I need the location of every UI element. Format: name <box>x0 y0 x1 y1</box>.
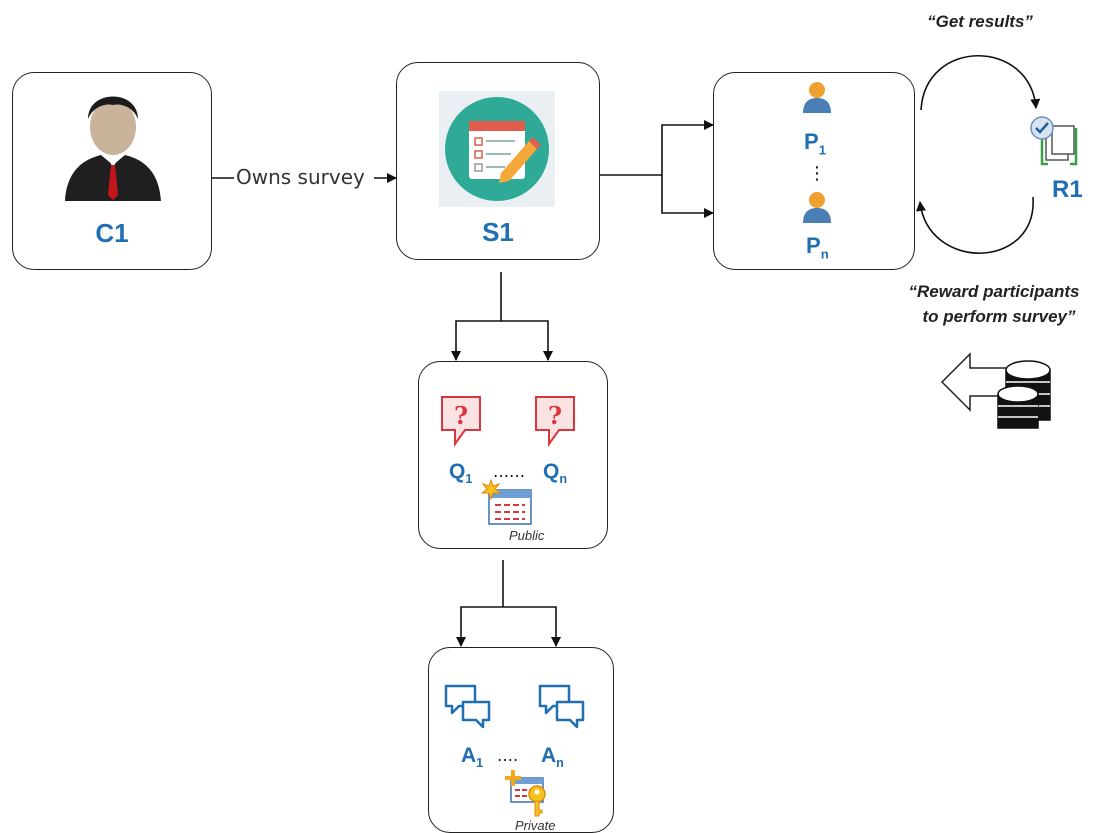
answer-last-label: An <box>541 744 564 771</box>
public-label: Public <box>509 528 545 543</box>
questions-to-answers-left <box>456 606 503 647</box>
participants-node[interactable]: P1 ⋮ Pn <box>713 72 915 270</box>
client-node[interactable]: C1 <box>12 72 212 270</box>
chat-bubbles-icon <box>444 684 491 729</box>
answers-dots: …. <box>497 746 519 765</box>
svg-text:?: ? <box>454 401 468 430</box>
answer-first-label: A1 <box>461 744 484 771</box>
reward-arc <box>916 196 1034 254</box>
chat-bubbles-icon <box>538 684 585 729</box>
verified-documents-icon <box>1030 116 1078 166</box>
svg-text:?: ? <box>548 401 562 430</box>
public-table-icon <box>480 478 532 525</box>
private-label: Private <box>515 818 556 833</box>
questions-dots: …… <box>493 462 525 481</box>
owns-survey-label: Owns survey <box>236 165 365 189</box>
businessman-icon <box>65 96 161 201</box>
person-icon <box>803 192 831 223</box>
reward-annotation-line2: to perform survey” <box>922 307 1076 326</box>
questions-node[interactable]: ? ? Q1 …… Qn Public <box>418 361 608 549</box>
get-results-annotation: “Get results” <box>927 12 1033 31</box>
question-last-label: Qn <box>543 460 568 487</box>
question-bubble-icon: ? <box>535 396 575 448</box>
question-bubble-icon: ? <box>441 396 481 448</box>
reward-annotation-line1: “Reward participants <box>908 282 1080 301</box>
person-icon <box>803 82 831 113</box>
survey-label: S1 <box>482 217 514 247</box>
questions-to-answers-right <box>503 606 561 647</box>
s1-to-participants-line <box>600 120 714 176</box>
question-first-label: Q1 <box>449 460 473 487</box>
survey-checklist-icon <box>439 91 555 207</box>
s1-to-questions-left <box>451 320 501 361</box>
s1-to-participants-line-2 <box>661 175 714 218</box>
client-label: C1 <box>95 218 129 248</box>
survey-node[interactable]: S1 <box>396 62 600 260</box>
coins-reward-icon <box>940 352 1051 429</box>
participant-last-label: Pn <box>806 233 829 262</box>
participant-first-label: P1 <box>804 129 827 158</box>
private-key-icon <box>505 770 546 817</box>
get-results-arc <box>920 54 1041 111</box>
s1-to-questions-right <box>501 320 553 361</box>
answers-node[interactable]: A1 …. An Private <box>428 647 614 833</box>
participants-ellipsis: ⋮ <box>808 163 826 184</box>
results-label: R1 <box>1052 176 1083 203</box>
